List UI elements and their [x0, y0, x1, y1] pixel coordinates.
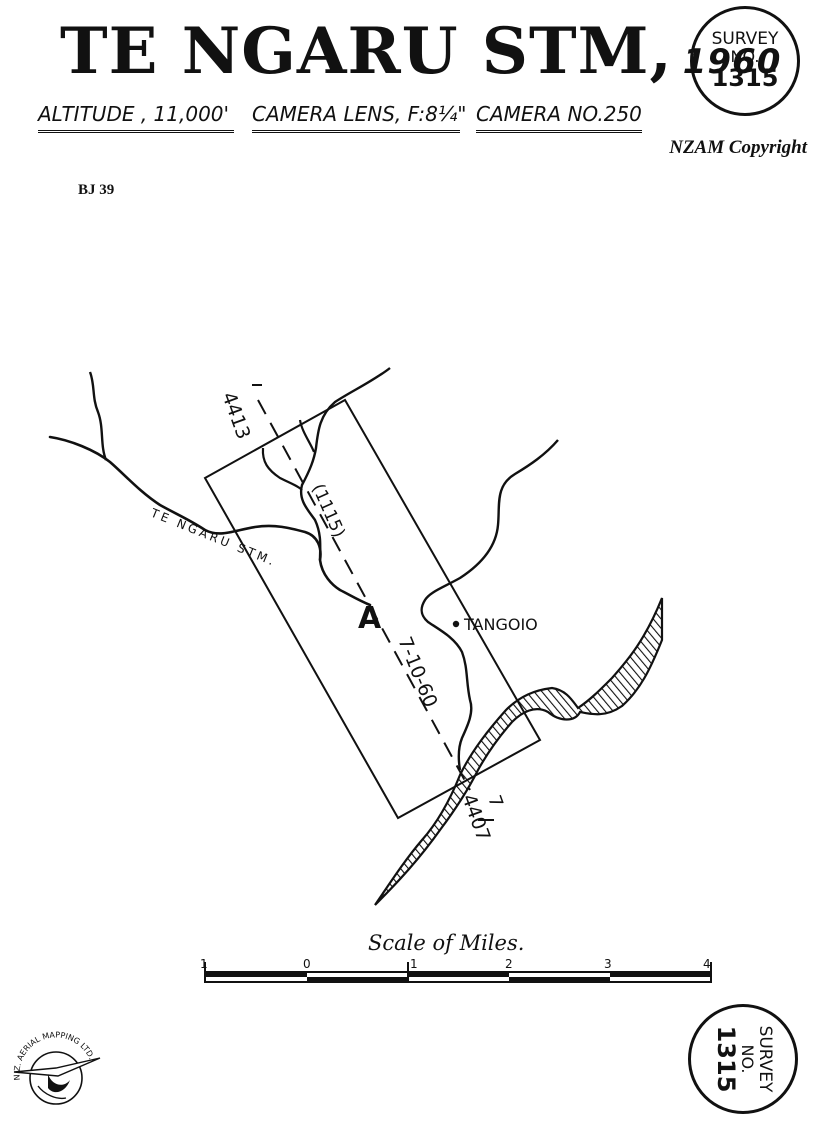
reference-code: BJ 39 [78, 182, 115, 198]
scale-tick-1: 1 [200, 957, 208, 971]
scale-segment-4 [509, 977, 610, 982]
stream-branch-north-west [88, 371, 108, 461]
title-comma: , [649, 14, 673, 89]
aerial-mapping-logo-icon: N.Z. AERIAL MAPPING LTD. [12, 1030, 101, 1105]
place-label: TANGOIO [463, 615, 538, 634]
flight-date: 7-10-60 [393, 634, 441, 711]
camera-number-underline [476, 130, 642, 133]
camera-lens-text: CAMERA LENS, F:8¼" [252, 102, 467, 126]
te-ngaru-stream [48, 435, 372, 607]
title-text: TE NGARU STM [60, 14, 650, 89]
copyright-text: NZAM Copyright [669, 137, 807, 158]
survey-stamp-bottom: SURVEY NO. 1315 [688, 1004, 798, 1114]
stream-branch-north [299, 367, 391, 561]
flight-line [257, 399, 471, 791]
stream-label: TE NGARU STM. [148, 505, 279, 569]
photo-coverage-frame [203, 398, 542, 820]
scale-segment-3 [408, 972, 509, 977]
camera-number-text: CAMERA NO.250 [476, 102, 642, 126]
stamp-bottom-number: 1315 [712, 1025, 741, 1093]
altitude-text: ALTITUDE , 11,000' [38, 102, 230, 126]
stamp-no-label: NO. [730, 46, 760, 66]
stream-branch-north-inner [261, 447, 303, 491]
camera-lens-underline [252, 130, 460, 133]
scale-bar [204, 962, 712, 983]
stream-branch-north-inner-2 [298, 419, 316, 453]
stamp-bottom-survey-label: SURVEY [754, 1025, 775, 1093]
run-number-top: 4413 [217, 389, 254, 442]
tangoio-stream [420, 439, 559, 771]
coastline-land [374, 597, 664, 906]
survey-stamp-top: SURVEY NO. 1315 [690, 6, 800, 116]
scale-tick-4: 2 [505, 957, 513, 971]
scale-segment-2 [307, 977, 408, 982]
flight-reference: (1115) [307, 481, 348, 541]
stamp-bottom-no-label: NO. [738, 1044, 758, 1074]
stamp-survey-label: SURVEY [711, 29, 779, 50]
run-letter: A [358, 601, 382, 636]
scale-tick-6: 4 [703, 957, 711, 971]
scale-title: Scale of Miles. [368, 931, 524, 955]
scale-segment-1 [205, 972, 307, 977]
bottom-tick-label: 7 [483, 793, 507, 811]
altitude-underline [38, 130, 234, 133]
scale-tick-2: 0 [303, 957, 311, 971]
tangoio-marker [452, 620, 460, 628]
scale-segment-5 [610, 972, 711, 977]
scale-tick-3: 1 [410, 957, 418, 971]
stamp-number: 1315 [711, 63, 779, 92]
scale-tick-5: 3 [604, 957, 612, 971]
